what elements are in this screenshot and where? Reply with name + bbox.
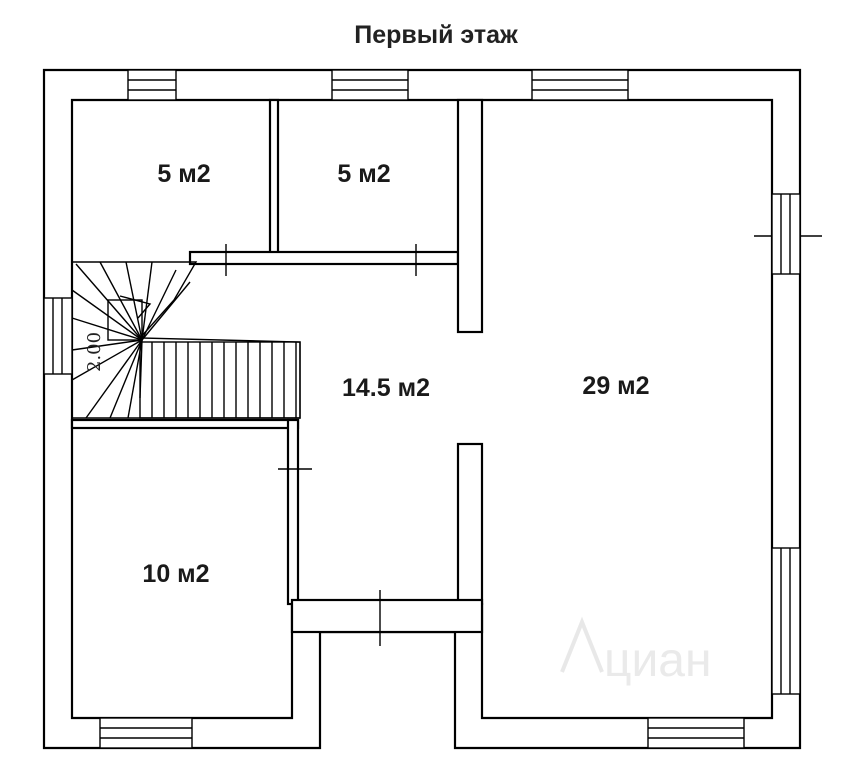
stair-winder	[109, 339, 143, 419]
door-marks	[225, 235, 822, 646]
stair-height-label: 2.00	[84, 332, 105, 372]
watermark: циан	[560, 616, 712, 687]
plan-title: Первый этаж	[354, 21, 518, 49]
window-left	[43, 297, 73, 375]
stair-winder	[141, 261, 153, 341]
window-top-3	[531, 69, 629, 101]
window-right-1	[771, 193, 801, 275]
room-label-storage-left: 5 м2	[157, 160, 210, 188]
stair-winder	[75, 263, 143, 341]
window-top-1	[127, 69, 177, 101]
watermark-text: циан	[604, 634, 712, 687]
window-right-2	[771, 547, 801, 695]
stair-winder	[127, 339, 143, 419]
stair-winder	[141, 281, 191, 341]
stair-winder	[71, 339, 143, 351]
window-top-2	[331, 69, 409, 101]
interior-walls	[70, 98, 484, 634]
stair-winder	[99, 261, 143, 341]
watermark-logo-icon	[560, 616, 604, 673]
stair-winder	[125, 261, 143, 341]
stair-winder	[85, 339, 143, 419]
room-label-storage-right: 5 м2	[337, 160, 390, 188]
windows	[43, 69, 801, 749]
room-label-living: 29 м2	[582, 372, 649, 400]
staircase	[71, 261, 301, 419]
stair-winder	[139, 339, 143, 399]
stair-winder	[71, 317, 143, 341]
room-label-bedroom: 10 м2	[142, 560, 209, 588]
stair-winder	[71, 339, 143, 381]
stair-winder	[141, 269, 177, 341]
room-label-hall: 14.5 м2	[342, 374, 430, 402]
window-bottom-1	[99, 717, 193, 749]
stair-winder	[71, 289, 143, 341]
window-bottom-2	[647, 717, 745, 749]
